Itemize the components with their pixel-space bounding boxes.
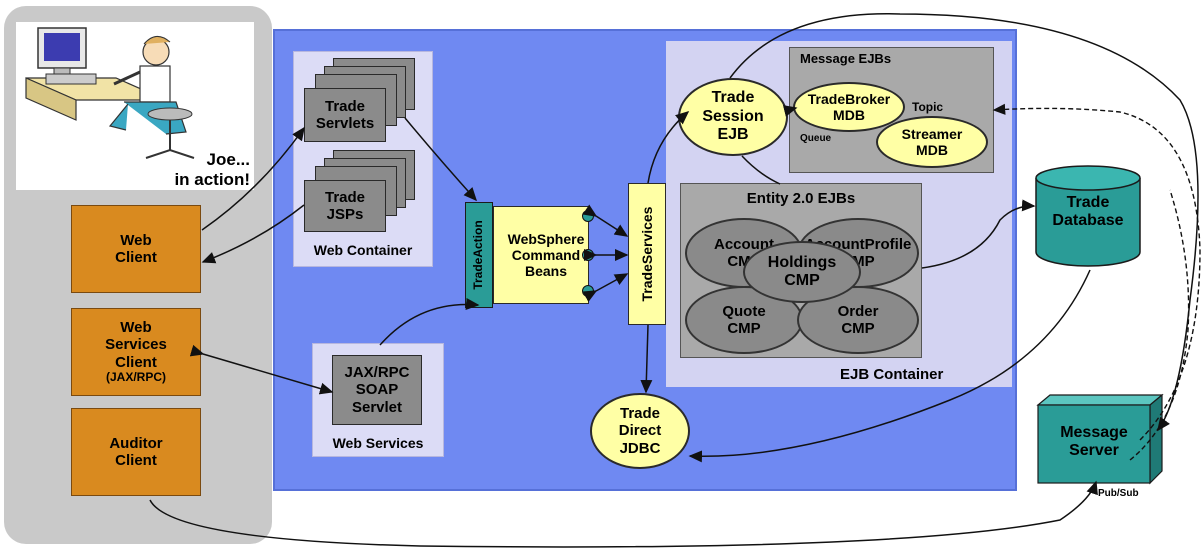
jsps-to-web-client-arrow	[201, 204, 305, 264]
session-line-2: Session	[702, 107, 764, 125]
web-services-client-box: Web Services Client (JAX/RPC)	[71, 308, 201, 396]
ws-client-line-2: Services	[105, 336, 167, 354]
beans-line-1: WebSphere	[507, 230, 585, 247]
caption-line-1: Joe...	[206, 150, 250, 169]
web-client-line-2: Client	[115, 249, 157, 266]
beans-line-3: Beans	[524, 263, 568, 280]
ws-client-soap-arrow	[189, 344, 334, 395]
message-server-line-1: Message	[1060, 424, 1128, 441]
session-to-broker-arrow	[782, 105, 798, 117]
streamer-line-2: MDB	[916, 142, 948, 158]
session-line-3: EJB	[717, 126, 749, 144]
account-line-1: Account	[714, 235, 774, 253]
auditor-to-server-arrow	[149, 480, 1098, 548]
trade-jsps-box: Trade JSPs	[304, 180, 386, 232]
user-at-computer-illustration	[25, 27, 195, 159]
database-to-jdbc-arrow	[688, 269, 1091, 463]
order-line-1: Order	[837, 302, 879, 320]
server-to-message-ejbs-dashed-arrow	[992, 103, 1201, 441]
servlets-line-1: Trade	[324, 97, 366, 115]
bean3-services-arrow	[582, 273, 629, 303]
entity-ejbs-label: Entity 2.0 EJBs	[746, 190, 856, 207]
trade-database-label: Trade Database	[1034, 194, 1142, 231]
broker-line-2: MDB	[833, 107, 865, 123]
session-to-entity-line	[741, 155, 781, 185]
auditor-client-box: Auditor Client	[71, 408, 201, 496]
soap-line-2: SOAP	[355, 381, 399, 399]
database-cylinder-icon	[1035, 165, 1141, 267]
bean1-services-arrow	[582, 204, 629, 237]
holdings-line-1: Holdings	[767, 253, 837, 271]
services-to-jdbc-arrow	[640, 324, 653, 394]
message-ejbs-label: Message EJBs	[800, 51, 892, 66]
trade-servlets-box: Trade Servlets	[304, 88, 386, 142]
trade-session-ejb: Trade Session EJB	[678, 78, 788, 156]
ws-client-line-3: Client	[115, 353, 157, 371]
servlets-line-2: Servlets	[315, 115, 375, 132]
queue-label: Queue	[800, 133, 832, 144]
ejb-container-label: EJB Container	[840, 366, 944, 383]
soap-to-action-arrow	[379, 297, 480, 346]
quote-line-1: Quote	[722, 302, 766, 320]
soap-line-3: Servlet	[351, 398, 403, 416]
ws-client-line-4: (JAX/RPC)	[105, 369, 166, 384]
auditor-line-1: Auditor	[109, 434, 163, 452]
web-container-label: Web Container	[313, 242, 413, 258]
soap-line-1: JAX/RPC	[344, 364, 410, 382]
command-beans-box: WebSphere Command Beans	[493, 206, 589, 304]
holdings-cmp: Holdings CMP	[743, 241, 861, 303]
trade-broker-mdb: TradeBroker MDB	[793, 82, 905, 132]
user-illustration-frame	[16, 22, 254, 190]
server-dashed-loop	[1129, 189, 1190, 461]
web-services-label: Web Services	[332, 435, 424, 451]
holdings-line-2: CMP	[784, 272, 820, 289]
broker-line-1: TradeBroker	[807, 90, 891, 107]
trade-direct-jdbc: Trade Direct JDBC	[590, 393, 690, 469]
trade-action-bar: TradeAction	[465, 202, 493, 308]
entity-to-database-arrow	[921, 199, 1036, 269]
jdbc-line-1: Trade	[619, 405, 661, 423]
message-server-line-2: Server	[1069, 442, 1119, 460]
message-server-cube-icon	[1036, 393, 1164, 485]
topic-label: Topic	[912, 100, 944, 114]
servlets-to-action-arrow	[404, 117, 478, 202]
database-line-2: Database	[1052, 212, 1124, 230]
caption-line-2: in action!	[174, 169, 250, 189]
jdbc-line-3: JDBC	[619, 439, 661, 457]
order-line-2: CMP	[841, 320, 875, 337]
jsps-line-1: Trade	[324, 188, 366, 206]
web-client-box: Web Client	[71, 205, 201, 293]
session-to-server-arrow	[729, 13, 1199, 432]
streamer-mdb: Streamer MDB	[876, 116, 988, 168]
pubsub-label: Pub/Sub	[1098, 488, 1139, 499]
web-client-to-servlets-arrow	[201, 126, 305, 231]
message-server-label: Message Server	[1038, 424, 1150, 461]
auditor-line-2: Client	[115, 452, 157, 469]
beans-line-2: Command	[511, 246, 581, 263]
user-caption: Joe... in action!	[150, 150, 250, 189]
session-line-1: Trade	[711, 89, 755, 107]
jsps-line-2: JSPs	[326, 206, 364, 223]
soap-servlet-box: JAX/RPC SOAP Servlet	[332, 355, 422, 425]
trade-services-bar: TradeServices	[628, 183, 666, 325]
web-client-line-1: Web	[120, 231, 152, 249]
quote-line-2: CMP	[727, 320, 761, 337]
services-to-session-arrow	[647, 111, 690, 184]
streamer-line-1: Streamer	[901, 125, 963, 142]
jdbc-line-2: Direct	[618, 422, 662, 440]
ws-client-line-1: Web	[120, 319, 152, 337]
database-line-1: Trade	[1066, 194, 1110, 211]
